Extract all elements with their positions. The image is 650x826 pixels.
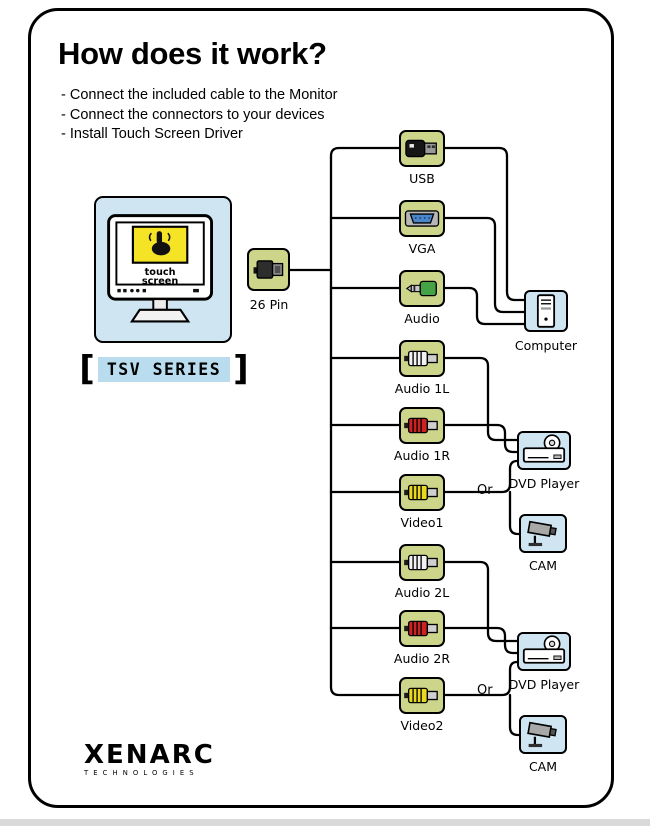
- audio-jack-icon: [405, 280, 437, 297]
- connector-video-1-label: Video1: [400, 515, 444, 530]
- computer-tower-icon: [536, 294, 556, 328]
- logo-subtitle: TECHNOLOGIES: [84, 769, 199, 777]
- device-dvd-player-2-label: DVD Player: [508, 677, 580, 692]
- connector-audio-2r: [399, 610, 445, 647]
- monitor-touch-label-line2: screen: [142, 276, 178, 287]
- dvd-player-icon: [522, 635, 566, 664]
- device-dvd-player-2: [517, 632, 571, 671]
- connector-audio-2l: [399, 544, 445, 581]
- rca-yellow-plug-icon: [404, 484, 438, 501]
- series-label: TSV SERIES: [97, 356, 231, 382]
- connector-audio-1l-label: Audio 1L: [394, 381, 450, 396]
- connector-audio-1r-label: Audio 1R: [393, 448, 451, 463]
- device-cam-1: [519, 514, 567, 553]
- device-dvd-player-1: [517, 431, 571, 470]
- connector-video-2: [399, 677, 445, 714]
- device-cam-2: [519, 715, 567, 754]
- touch-hand-icon: [156, 231, 163, 244]
- rca-red-plug-icon: [404, 620, 438, 637]
- bracket-right: ]: [233, 349, 249, 389]
- instruction-line-2: - Connect the connectors to your devices: [61, 106, 325, 123]
- dvd-player-icon: [522, 434, 566, 463]
- page-bottom-edge: [0, 819, 650, 826]
- instruction-list: - Connect the included cable to the Moni…: [61, 86, 337, 145]
- connector-audio-2l-label: Audio 2L: [394, 585, 450, 600]
- cctv-camera-icon: [527, 520, 557, 547]
- connector-audio: [399, 270, 445, 307]
- connector-audio-1r: [399, 407, 445, 444]
- connector-video-2-label: Video2: [400, 718, 444, 733]
- connector-vga: [399, 200, 445, 237]
- connector-usb-label: USB: [409, 171, 435, 186]
- xenarc-logo: XENARC TECHNOLOGIES: [84, 742, 215, 777]
- or-label-2: Or: [477, 683, 493, 698]
- vga-plug-icon: [404, 210, 440, 227]
- connector-video-1: [399, 474, 445, 511]
- rca-white-plug-icon: [404, 350, 438, 367]
- cctv-camera-icon: [527, 721, 557, 748]
- rca-yellow-plug-icon: [404, 687, 438, 704]
- 26pin-label: 26 Pin: [249, 297, 289, 312]
- usb-plug-icon: [405, 139, 437, 158]
- touchscreen-monitor-illustration: touch screen: [94, 196, 232, 343]
- page-title: How does it work?: [58, 36, 327, 71]
- instruction-line-3: - Install Touch Screen Driver: [61, 126, 243, 142]
- diagram-border: [28, 8, 614, 808]
- or-label-1: Or: [477, 483, 493, 498]
- device-dvd-player-1-label: DVD Player: [508, 476, 580, 491]
- connector-audio-label: Audio: [404, 311, 440, 326]
- connector-audio-2r-label: Audio 2R: [393, 651, 451, 666]
- 26pin-connector: [247, 248, 290, 291]
- 26pin-plug-icon: [253, 260, 284, 279]
- connector-audio-1l: [399, 340, 445, 377]
- connector-usb: [399, 130, 445, 167]
- rca-red-plug-icon: [404, 417, 438, 434]
- connector-vga-label: VGA: [408, 241, 436, 256]
- device-cam-2-label: CAM: [528, 759, 558, 774]
- device-computer: [524, 290, 568, 332]
- series-label-row: [ TSV SERIES ]: [78, 352, 250, 386]
- device-computer-label: Computer: [514, 338, 578, 353]
- bracket-left: [: [79, 349, 95, 389]
- monitor-icon: touch screen: [107, 214, 214, 323]
- device-cam-1-label: CAM: [528, 558, 558, 573]
- instruction-line-1: - Connect the included cable to the Moni…: [61, 87, 338, 103]
- monitor-touch-label-line1: touch: [145, 267, 176, 278]
- logo-name: XENARC: [84, 740, 215, 770]
- rca-white-plug-icon: [404, 554, 438, 571]
